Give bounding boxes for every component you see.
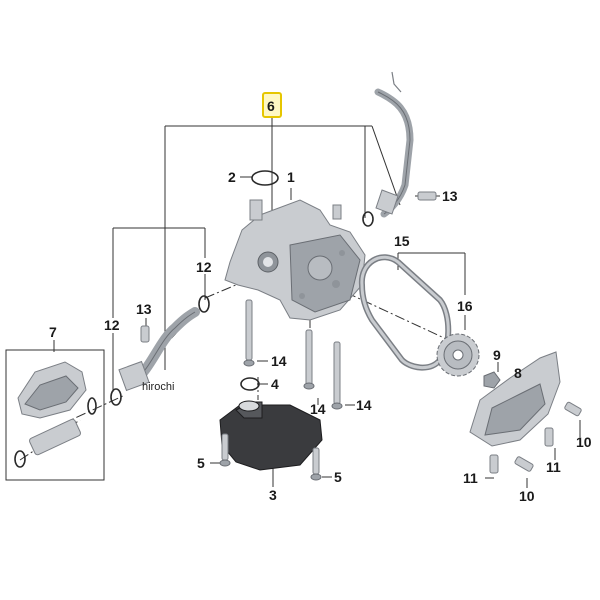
bolt-13-a	[417, 191, 437, 201]
bolt-10-a	[564, 401, 582, 417]
bolt-14-a	[245, 299, 253, 361]
item-7-inset-box	[5, 349, 105, 481]
callout-14a: 14	[271, 353, 287, 369]
bolt-5-a	[221, 433, 229, 461]
callout-7: 7	[49, 324, 57, 340]
drive-chain	[358, 254, 452, 371]
callout-1: 1	[287, 169, 295, 185]
bolt-14-b	[305, 329, 313, 386]
bolt-13-b	[140, 325, 150, 343]
callout-10b: 10	[519, 488, 535, 504]
oil-pan-strainer	[219, 404, 323, 471]
strainer-sleeve	[29, 418, 81, 456]
oring-12-top	[198, 295, 210, 313]
callout-8: 8	[514, 365, 522, 381]
callout-14c: 14	[356, 397, 372, 413]
callout-6: 6	[267, 98, 275, 114]
callout-11b: 11	[463, 470, 478, 486]
watermark: hirochi	[142, 381, 174, 393]
parts	[14, 71, 582, 481]
bolt-11-b	[489, 454, 499, 474]
callout-9: 9	[493, 347, 501, 363]
callout-12a: 12	[196, 259, 212, 275]
callout-13a: 13	[442, 188, 458, 204]
callout-15: 15	[394, 233, 410, 249]
bolt-14-c	[333, 341, 341, 405]
callout-3: 3	[269, 487, 277, 503]
oring-4	[240, 377, 260, 391]
callout-10a: 10	[576, 434, 592, 450]
bolt-11-a	[544, 427, 554, 447]
callout-11a: 11	[546, 459, 561, 475]
oring-12-bottom	[110, 388, 122, 406]
callout-14b: 14	[310, 401, 326, 417]
callout-5a: 5	[197, 455, 205, 471]
callout-2: 2	[228, 169, 236, 185]
callout-13b: 13	[136, 301, 152, 317]
callouts: 6 2 1 13 15 12 16 13 12 7 9 14 8 4 14 14…	[49, 92, 592, 504]
callout-4: 4	[271, 376, 279, 392]
callout-12b: 12	[104, 317, 120, 333]
oring-2	[251, 170, 279, 186]
callout-6-highlight	[262, 92, 282, 118]
callout-5b: 5	[334, 469, 342, 485]
nut-9	[483, 371, 501, 389]
oring-dipstick	[362, 211, 374, 227]
bolt-10-b	[514, 456, 534, 472]
callout-16: 16	[457, 298, 473, 314]
bolt-5-b	[312, 447, 320, 475]
